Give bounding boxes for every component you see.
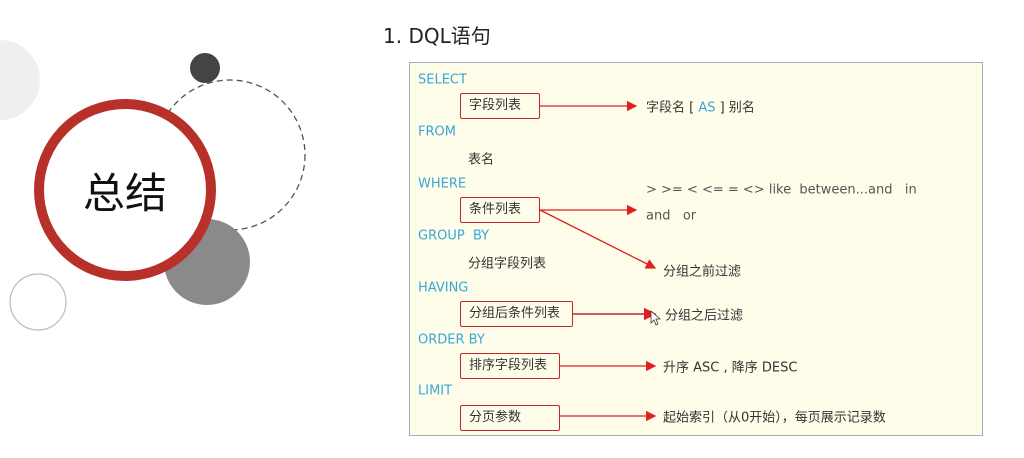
dql-panel bbox=[409, 62, 983, 436]
table-name: 表名 bbox=[468, 152, 495, 168]
select-note-as: AS bbox=[698, 100, 716, 116]
limit-note: 起始索引（从0开始），每页展示记录数 bbox=[663, 410, 886, 426]
where-operators: > >= < <= = <> like between...and in bbox=[646, 182, 917, 198]
summary-circle bbox=[34, 99, 216, 281]
select-note: 字段名 [ AS ] 别名 bbox=[646, 97, 755, 116]
select-note-pre: 字段名 [ bbox=[646, 100, 699, 116]
box-paging: 分页参数 bbox=[460, 405, 560, 431]
dark-circle bbox=[190, 53, 220, 83]
keyword-from: FROM bbox=[418, 124, 456, 140]
where-logic: and or bbox=[646, 208, 697, 224]
keyword-group-by: GROUP BY bbox=[418, 228, 490, 244]
outline-circle bbox=[9, 273, 67, 331]
keyword-limit: LIMIT bbox=[418, 383, 453, 399]
light-circle bbox=[0, 40, 40, 120]
box-field-list: 字段列表 bbox=[460, 93, 540, 119]
keyword-select: SELECT bbox=[418, 72, 467, 88]
box-having-condition: 分组后条件列表 bbox=[460, 301, 573, 327]
arrow-where-filter bbox=[539, 209, 657, 269]
group-field-list: 分组字段列表 bbox=[468, 256, 547, 272]
box-order-fields: 排序字段列表 bbox=[460, 353, 560, 379]
mouse-cursor-icon bbox=[650, 310, 662, 326]
order-note: 升序 ASC , 降序 DESC bbox=[663, 360, 798, 376]
select-note-post: ] 别名 bbox=[715, 100, 755, 116]
having-note: 分组之后过滤 bbox=[665, 308, 744, 324]
page-title: 1. DQL语句 bbox=[383, 24, 491, 48]
keyword-where: WHERE bbox=[418, 176, 467, 192]
box-condition-list: 条件列表 bbox=[460, 197, 540, 223]
where-before-group: 分组之前过滤 bbox=[663, 264, 742, 280]
keyword-having: HAVING bbox=[418, 280, 469, 296]
keyword-order-by: ORDER BY bbox=[418, 332, 485, 348]
summary-text: 总结 bbox=[82, 168, 167, 218]
